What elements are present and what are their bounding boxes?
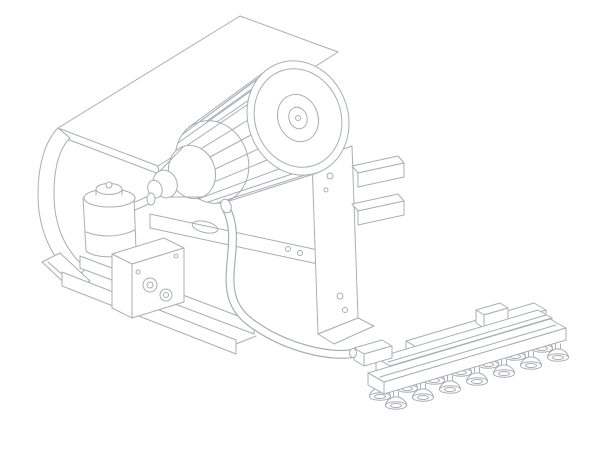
pump-unit bbox=[37, 15, 405, 355]
knob bbox=[159, 288, 173, 302]
vacuum-hose bbox=[220, 198, 362, 359]
mounting-plate bbox=[311, 145, 375, 345]
motor-end-disk bbox=[246, 60, 350, 176]
gripper-frame bbox=[349, 302, 569, 410]
control-box bbox=[111, 237, 185, 319]
knob bbox=[142, 277, 158, 293]
hose-fitting bbox=[349, 339, 393, 367]
motor bbox=[147, 60, 350, 204]
mounting-arms bbox=[351, 155, 405, 226]
cup-plate bbox=[367, 318, 567, 395]
hose-start-fitting bbox=[220, 198, 232, 214]
